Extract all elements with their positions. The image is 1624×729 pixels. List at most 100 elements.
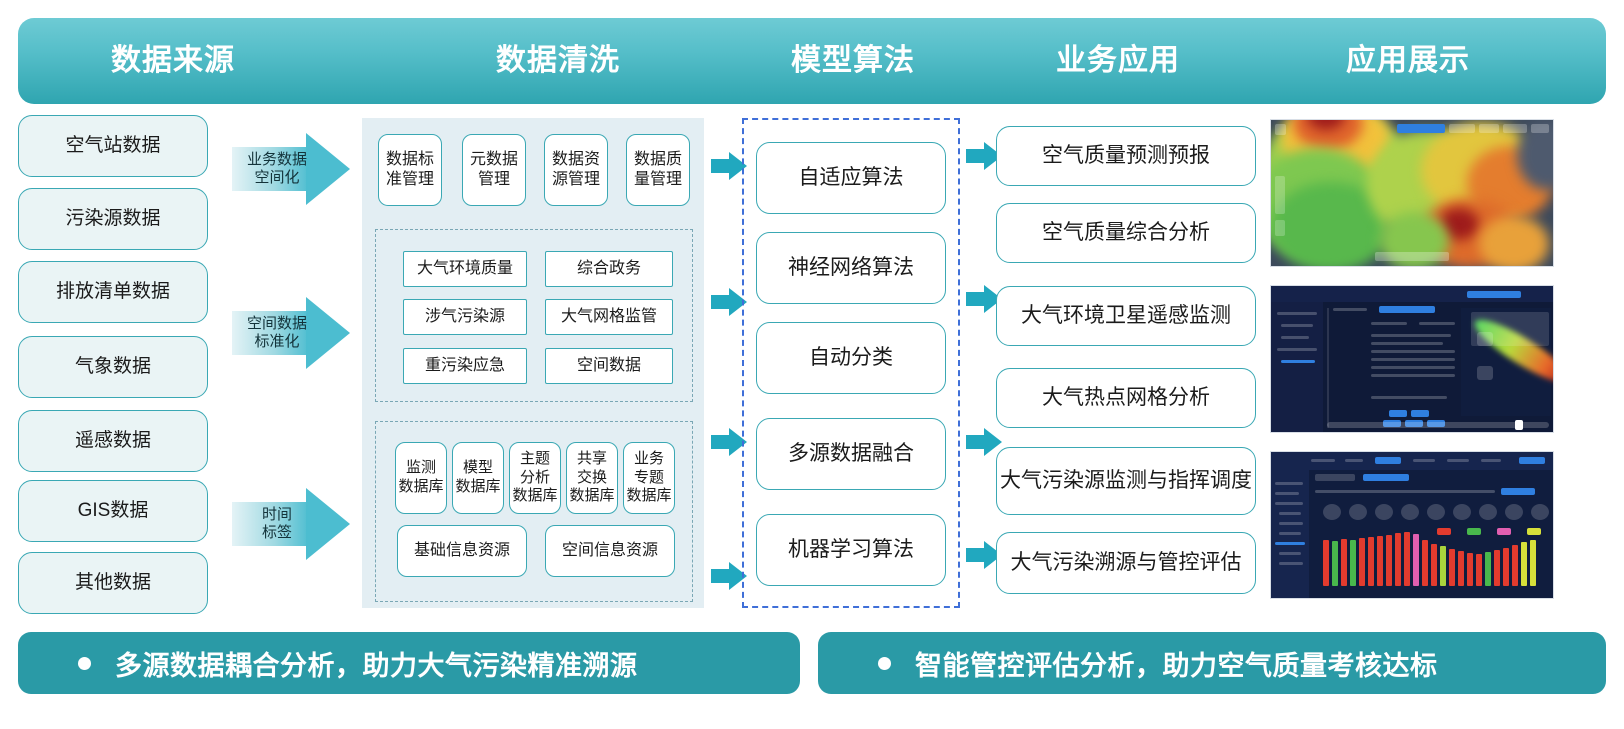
action-button[interactable] bbox=[1411, 410, 1429, 417]
governance-card-metadata[interactable]: 元数据管理 bbox=[462, 134, 526, 206]
database-card-shared-exchange[interactable]: 共享交换数据库 bbox=[566, 442, 618, 514]
source-card-other[interactable]: 其他数据 bbox=[18, 552, 208, 614]
source-label: 污染源数据 bbox=[65, 208, 161, 230]
sidebar-item[interactable] bbox=[1275, 482, 1303, 485]
biz-card-hotspot-grid-analysis[interactable]: 大气热点网格分析 bbox=[996, 368, 1256, 428]
source-card-gis[interactable]: GIS数据 bbox=[18, 480, 208, 542]
showcase-satellite-plume-dashboard[interactable] bbox=[1270, 285, 1554, 433]
heat-blob bbox=[1479, 216, 1549, 266]
map-data-table bbox=[1471, 312, 1549, 346]
arrow-head bbox=[306, 297, 350, 369]
chart-bar bbox=[1512, 545, 1518, 586]
nav-item[interactable] bbox=[1413, 459, 1435, 462]
model-card-multisource-fusion[interactable]: 多源数据融合 bbox=[756, 418, 946, 490]
sidebar-item[interactable] bbox=[1279, 532, 1301, 535]
map-toolbar-chip[interactable] bbox=[1531, 124, 1549, 133]
sidebar-item[interactable] bbox=[1279, 522, 1303, 525]
theme-card-spatial-data[interactable]: 空间数据 bbox=[545, 348, 673, 384]
action-button[interactable] bbox=[1383, 420, 1401, 427]
transform-arrow-label: 空间数据 标准化 bbox=[238, 315, 316, 351]
model-card-auto-classification[interactable]: 自动分类 bbox=[756, 322, 946, 394]
showcase-air-quality-heatmap-map[interactable] bbox=[1270, 119, 1554, 267]
source-card-emission-inventory[interactable]: 排放清单数据 bbox=[18, 261, 208, 323]
database-card-model[interactable]: 模型数据库 bbox=[452, 442, 504, 514]
tab-chip bbox=[1333, 308, 1367, 311]
resource-card-spatial-info[interactable]: 空间信息资源 bbox=[545, 525, 675, 577]
theme-card-comprehensive-affairs[interactable]: 综合政务 bbox=[545, 251, 673, 287]
biz-label: 空气质量预测预报 bbox=[1042, 143, 1210, 167]
model-card-neural-network[interactable]: 神经网络算法 bbox=[756, 232, 946, 304]
nav-item[interactable] bbox=[1447, 459, 1469, 462]
biz-card-satellite-remote-sensing[interactable]: 大气环境卫星遥感监测 bbox=[996, 286, 1256, 346]
map-toolbar-chip[interactable] bbox=[1397, 124, 1445, 133]
action-button[interactable] bbox=[1427, 420, 1445, 427]
map-timeline[interactable] bbox=[1375, 252, 1449, 261]
chart-bar bbox=[1440, 546, 1446, 586]
sidebar-item[interactable] bbox=[1279, 552, 1301, 555]
database-label: 共享交换数据库 bbox=[569, 449, 615, 505]
map-toolbar-chip[interactable] bbox=[1503, 124, 1527, 133]
map-toolbar-chip[interactable] bbox=[1479, 124, 1499, 133]
dashboard-sidebar bbox=[1271, 470, 1309, 598]
source-card-meteorology[interactable]: 气象数据 bbox=[18, 336, 208, 398]
timeline-slider[interactable] bbox=[1327, 422, 1549, 428]
biz-card-air-quality-analysis[interactable]: 空气质量综合分析 bbox=[996, 203, 1256, 263]
sidebar-item[interactable] bbox=[1275, 492, 1299, 495]
station-icon bbox=[1531, 504, 1549, 520]
arrow-label-line1: 空间数据 bbox=[246, 315, 307, 332]
source-card-remote-sensing[interactable]: 遥感数据 bbox=[18, 410, 208, 472]
theme-card-air-quality[interactable]: 大气环境质量 bbox=[403, 251, 527, 287]
list-row bbox=[1371, 350, 1455, 353]
map-toolbar[interactable] bbox=[1369, 124, 1549, 133]
model-algorithm-panel bbox=[742, 118, 960, 608]
source-label: GIS数据 bbox=[77, 500, 149, 522]
timeline-handle[interactable] bbox=[1515, 420, 1523, 430]
footer-banner-left: 多源数据耦合分析，助力大气污染精准溯源 bbox=[18, 632, 800, 694]
nav-item[interactable] bbox=[1345, 459, 1363, 462]
source-card-pollution-source[interactable]: 污染源数据 bbox=[18, 188, 208, 250]
heat-blob bbox=[1379, 212, 1449, 266]
sidebar-item-active[interactable] bbox=[1275, 542, 1305, 545]
biz-card-pollution-source-dispatch[interactable]: 大气污染源监测与指挥调度 bbox=[996, 447, 1256, 515]
sidebar-item[interactable] bbox=[1279, 562, 1303, 565]
nav-user-chip[interactable] bbox=[1519, 457, 1545, 464]
governance-card-data-quality[interactable]: 数据质量管理 bbox=[626, 134, 690, 206]
nav-item[interactable] bbox=[1481, 459, 1501, 462]
map-menu-icon[interactable] bbox=[1275, 124, 1286, 135]
model-card-machine-learning[interactable]: 机器学习算法 bbox=[756, 514, 946, 586]
action-button[interactable] bbox=[1389, 410, 1407, 417]
chart-bar bbox=[1422, 540, 1428, 586]
arrow-body bbox=[966, 149, 986, 163]
model-card-adaptive-algorithm[interactable]: 自适应算法 bbox=[756, 142, 946, 214]
theme-card-heavy-pollution-emergency[interactable]: 重污染应急 bbox=[403, 348, 527, 384]
biz-card-source-tracing-assessment[interactable]: 大气污染溯源与管控评估 bbox=[996, 532, 1256, 594]
chart-bar bbox=[1467, 553, 1473, 586]
nav-item[interactable] bbox=[1311, 459, 1335, 462]
sidebar-item[interactable] bbox=[1279, 512, 1301, 515]
tab-chip-active bbox=[1379, 306, 1435, 313]
bar-chart bbox=[1321, 532, 1547, 586]
database-label: 监测数据库 bbox=[398, 459, 444, 495]
nav-item-active[interactable] bbox=[1375, 457, 1401, 464]
chart-bar bbox=[1404, 532, 1410, 586]
source-card-air-station[interactable]: 空气站数据 bbox=[18, 115, 208, 177]
governance-card-data-standard[interactable]: 数据标准管理 bbox=[378, 134, 442, 206]
database-card-business-topic[interactable]: 业务专题数据库 bbox=[623, 442, 675, 514]
footer-banner-label: 智能管控评估分析，助力空气质量考核达标 bbox=[915, 650, 1438, 681]
sidebar-item[interactable] bbox=[1275, 502, 1303, 505]
governance-card-data-resource[interactable]: 数据资源管理 bbox=[544, 134, 608, 206]
database-card-monitoring[interactable]: 监测数据库 bbox=[395, 442, 447, 514]
showcase-pollution-bar-chart-dashboard[interactable] bbox=[1270, 451, 1554, 599]
map-station-marker[interactable] bbox=[1477, 366, 1493, 380]
resource-card-basic-info[interactable]: 基础信息资源 bbox=[397, 525, 527, 577]
map-scale bbox=[1275, 220, 1285, 236]
action-button[interactable] bbox=[1405, 420, 1423, 427]
database-card-topic-analysis[interactable]: 主题分析数据库 bbox=[509, 442, 561, 514]
query-button[interactable] bbox=[1501, 488, 1535, 495]
map-toolbar-chip[interactable] bbox=[1449, 124, 1475, 133]
map-station-marker[interactable] bbox=[1477, 332, 1493, 346]
biz-card-air-quality-forecast[interactable]: 空气质量预测预报 bbox=[996, 126, 1256, 186]
theme-card-gas-pollution-source[interactable]: 涉气污染源 bbox=[403, 299, 527, 335]
header-column-data-source: 数据来源 bbox=[111, 44, 235, 77]
theme-card-grid-supervision[interactable]: 大气网格监管 bbox=[545, 299, 673, 335]
